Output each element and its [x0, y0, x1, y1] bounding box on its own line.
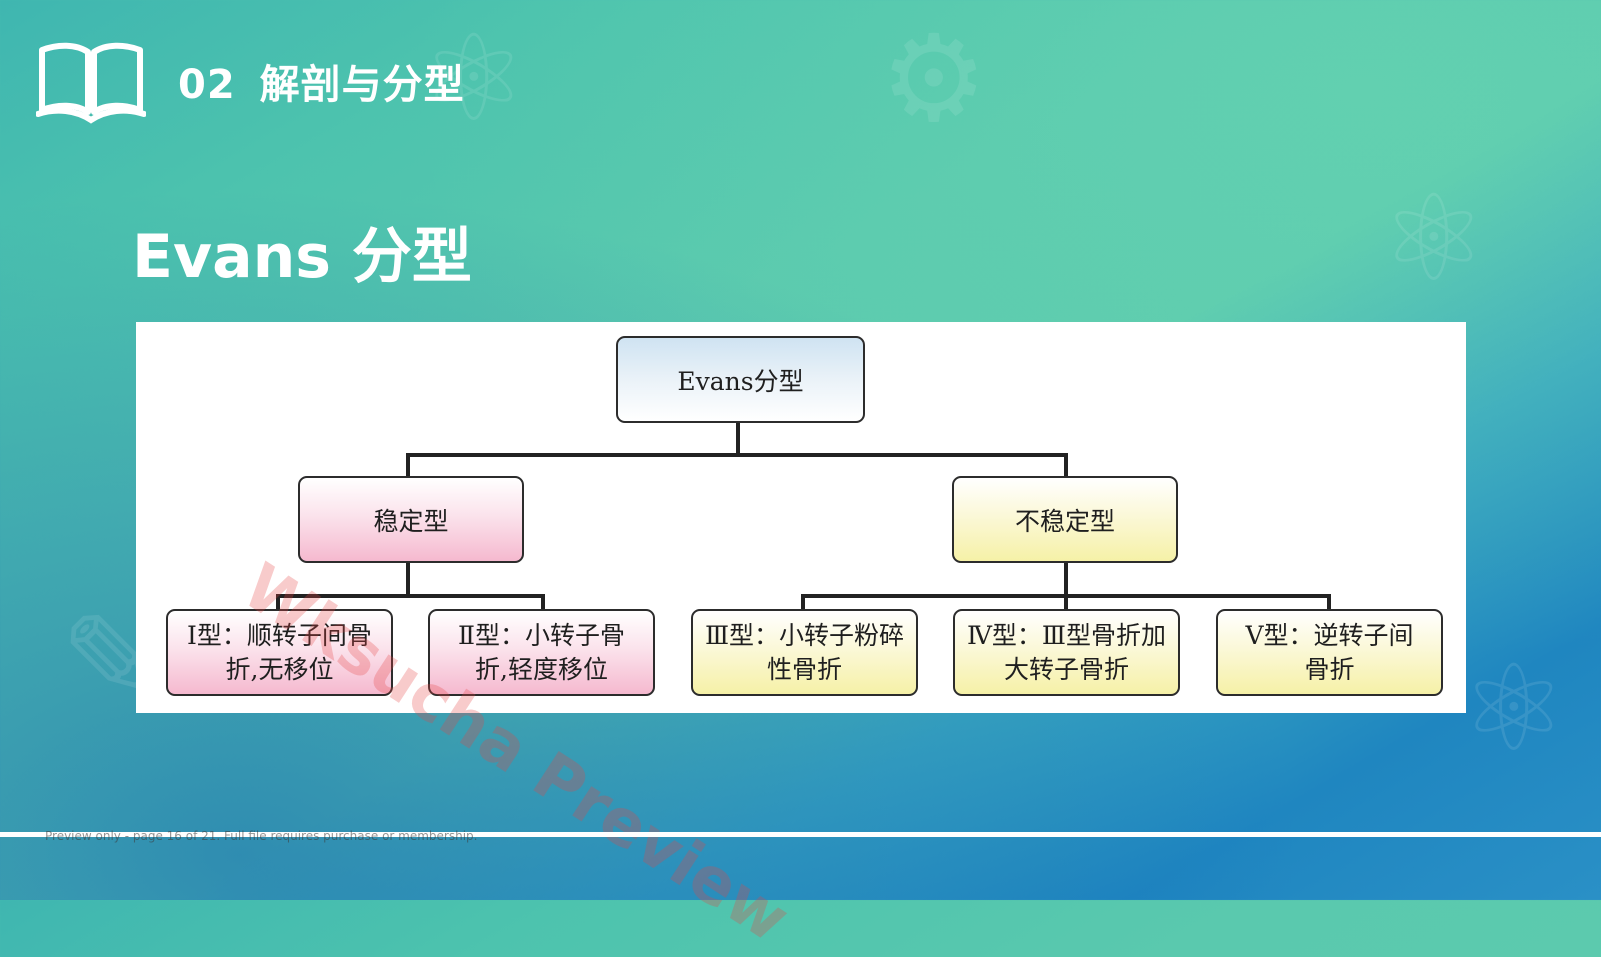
root-node: Evans分型	[616, 336, 865, 423]
type-2-line-1: Ⅱ型：小转子骨	[458, 620, 625, 650]
type-3-line-1: Ⅲ型：小转子粉碎	[704, 620, 905, 650]
classification-diagram: Evans分型 稳定型 不稳定型 Ⅰ型：顺转子间骨折,无移位 Ⅱ型：小转子骨折,…	[136, 322, 1466, 713]
gear-icon: ⚙	[880, 10, 988, 149]
type-5-node: Ⅴ型：逆转子间骨折	[1216, 609, 1443, 696]
type-5-line-1: Ⅴ型：逆转子间	[1245, 620, 1414, 650]
type-4-line-1: Ⅳ型：Ⅲ型骨折加	[966, 620, 1167, 650]
atom-icon: ⚛	[1460, 640, 1568, 779]
type-4-line-2: 大转子骨折	[1003, 654, 1129, 684]
type-1-node: Ⅰ型：顺转子间骨折,无移位	[166, 609, 393, 696]
type-2-node: Ⅱ型：小转子骨折,轻度移位	[428, 609, 655, 696]
type-1-line-2: 折,无移位	[225, 654, 334, 684]
section-number: 02	[178, 62, 236, 108]
section-heading: 02 解剖与分型	[178, 52, 465, 110]
open-book-icon	[36, 42, 146, 124]
atom-icon: ⚛	[420, 10, 528, 149]
section-title: 解剖与分型	[259, 62, 465, 108]
preview-footer-note: Preview only - page 16 of 21. Full file …	[45, 829, 478, 843]
stable-node: 稳定型	[298, 476, 524, 563]
type-3-line-2: 性骨折	[766, 654, 842, 684]
type-4-node: Ⅳ型：Ⅲ型骨折加大转子骨折	[953, 609, 1180, 696]
bottom-divider	[0, 832, 1601, 837]
page-title: Evans 分型	[132, 222, 472, 292]
connector-lines	[276, 422, 1331, 610]
type-2-line-2: 折,轻度移位	[475, 654, 608, 684]
type-3-node: Ⅲ型：小转子粉碎性骨折	[691, 609, 918, 696]
atom-icon: ⚛	[1380, 170, 1488, 309]
type-1-line-1: Ⅰ型：顺转子间骨	[187, 620, 372, 650]
type-5-line-2: 骨折	[1304, 654, 1355, 684]
unstable-node: 不稳定型	[952, 476, 1178, 563]
